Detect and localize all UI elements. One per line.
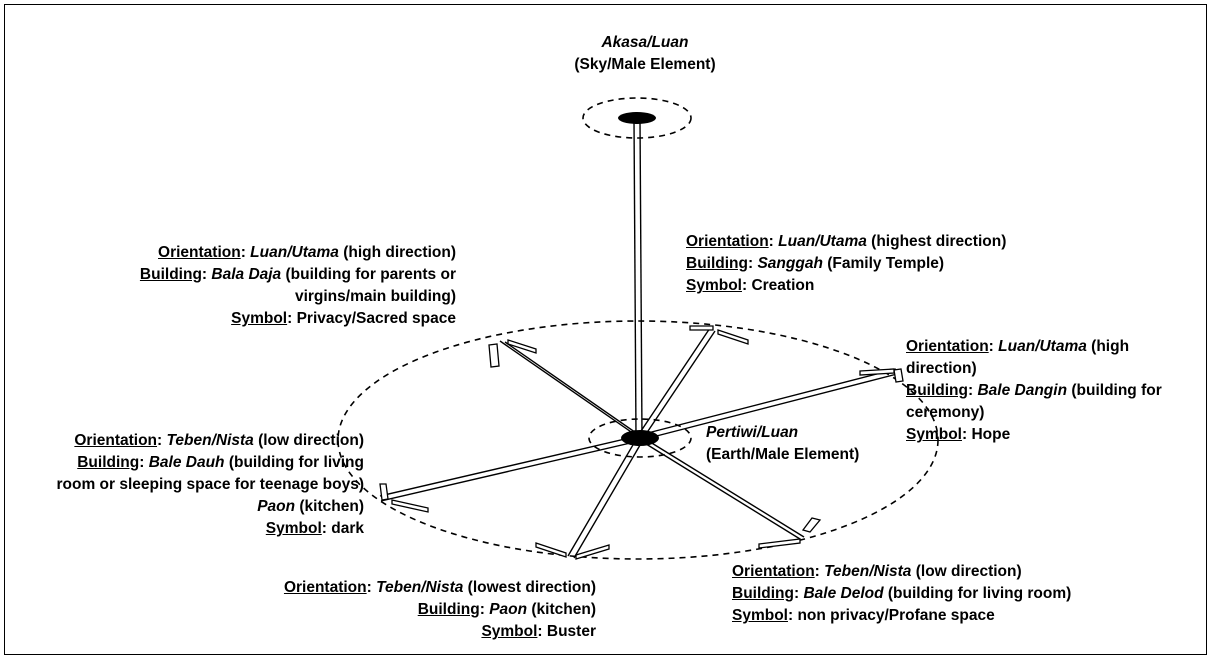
symbol-value: non privacy/Profane space	[797, 607, 995, 624]
building-value: Paon	[489, 601, 528, 618]
orientation-note: (high direction)	[338, 244, 456, 261]
earth-circle	[588, 418, 692, 458]
spoke-right	[639, 368, 898, 441]
orientation-note: (low direction)	[911, 563, 1022, 580]
building-value: Bale Delod	[803, 585, 884, 602]
spoke-upper-left	[499, 340, 643, 438]
symbol-value: Creation	[751, 277, 815, 294]
building-note: (building for	[1067, 382, 1162, 399]
spoke-lower-right	[637, 436, 805, 540]
building-note-2: (kitchen)	[295, 498, 364, 515]
orientation-note: (highest direction)	[866, 233, 1007, 250]
orientation-note: (high	[1086, 338, 1130, 355]
sky-circle	[582, 97, 692, 139]
earth-node	[621, 430, 659, 446]
diagram-frame	[4, 4, 1207, 655]
symbol-key: Symbol	[906, 426, 962, 443]
spoke-lower-left	[567, 437, 644, 559]
building-note: (kitchen)	[527, 601, 596, 618]
orientation-value: Luan/Utama	[250, 244, 339, 261]
vertical-axis	[633, 119, 643, 438]
building-note: (building for living	[224, 454, 364, 471]
building-note-cont: ceremony)	[906, 404, 985, 421]
upper-left-label: Orientation: Luan/Utama (high direction)…	[120, 242, 456, 330]
orientation-value: Teben/Nista	[166, 432, 254, 449]
symbol-value: Hope	[971, 426, 1011, 443]
building-value-2: Paon	[257, 498, 296, 515]
sky-label: Akasa/Luan (Sky/Male Element)	[560, 32, 730, 76]
orientation-value: Luan/Utama	[998, 338, 1087, 355]
orientation-note: (lowest direction)	[463, 579, 596, 596]
symbol-value: Buster	[546, 623, 596, 640]
symbol-value: Privacy/Sacred space	[296, 310, 456, 327]
upper-center-label: Orientation: Luan/Utama (highest directi…	[686, 233, 1007, 294]
bottom-center-label: Orientation: Teben/Nista (lowest directi…	[283, 579, 596, 640]
symbol-key: Symbol	[686, 277, 742, 294]
building-note: (Family Temple)	[822, 255, 945, 272]
orientation-value: Teben/Nista	[376, 579, 464, 596]
building-key: Building	[139, 266, 202, 283]
spoke-upper-right	[636, 327, 716, 441]
end-flags	[379, 325, 904, 560]
symbol-key: Symbol	[265, 520, 322, 537]
building-key: Building	[417, 601, 480, 618]
orientation-key: Orientation	[283, 579, 367, 596]
symbol-key: Symbol	[481, 623, 538, 640]
earth-label: Pertiwi/Luan (Earth/Male Element)	[706, 422, 859, 466]
orientation-note: (low direction)	[253, 432, 364, 449]
building-key: Building	[732, 585, 794, 602]
building-note-cont: virgins/main building)	[294, 288, 456, 305]
orientation-key: Orientation	[906, 338, 989, 355]
building-note: (building for living room)	[883, 585, 1072, 602]
orientation-value: Luan/Utama	[778, 233, 867, 250]
orientation-key: Orientation	[686, 233, 769, 250]
building-key: Building	[686, 255, 748, 272]
symbol-key: Symbol	[231, 310, 288, 327]
orientation-note-cont: direction)	[906, 360, 977, 377]
bottom-right-label: Orientation: Teben/Nista (low direction)…	[732, 563, 1072, 624]
building-key: Building	[77, 454, 140, 471]
symbol-value: dark	[331, 520, 364, 537]
orientation-key: Orientation	[732, 563, 815, 580]
building-value: Sanggah	[757, 255, 823, 272]
building-key: Building	[906, 382, 968, 399]
sky-desc: (Sky/Male Element)	[574, 56, 716, 73]
symbol-key: Symbol	[732, 607, 788, 624]
building-value: Bale Dangin	[977, 382, 1068, 399]
orientation-key: Orientation	[158, 244, 241, 261]
earth-name: Pertiwi/Luan	[706, 424, 799, 441]
ground-circle	[337, 320, 939, 560]
sky-name: Akasa/Luan	[601, 34, 689, 51]
right-label: Orientation: Luan/Utama (high direction)…	[906, 338, 1162, 443]
earth-desc: (Earth/Male Element)	[706, 446, 860, 463]
spoke-left	[379, 435, 640, 502]
sky-node	[618, 112, 656, 124]
building-note: (building for parents or	[281, 266, 456, 283]
building-value: Bala Daja	[211, 266, 282, 283]
building-note-cont: room or sleeping space for teenage boys)	[56, 476, 365, 493]
building-value: Bale Dauh	[148, 454, 225, 471]
orientation-value: Teben/Nista	[824, 563, 912, 580]
orientation-key: Orientation	[74, 432, 158, 449]
left-label: Orientation: Teben/Nista (low direction)…	[14, 430, 365, 540]
